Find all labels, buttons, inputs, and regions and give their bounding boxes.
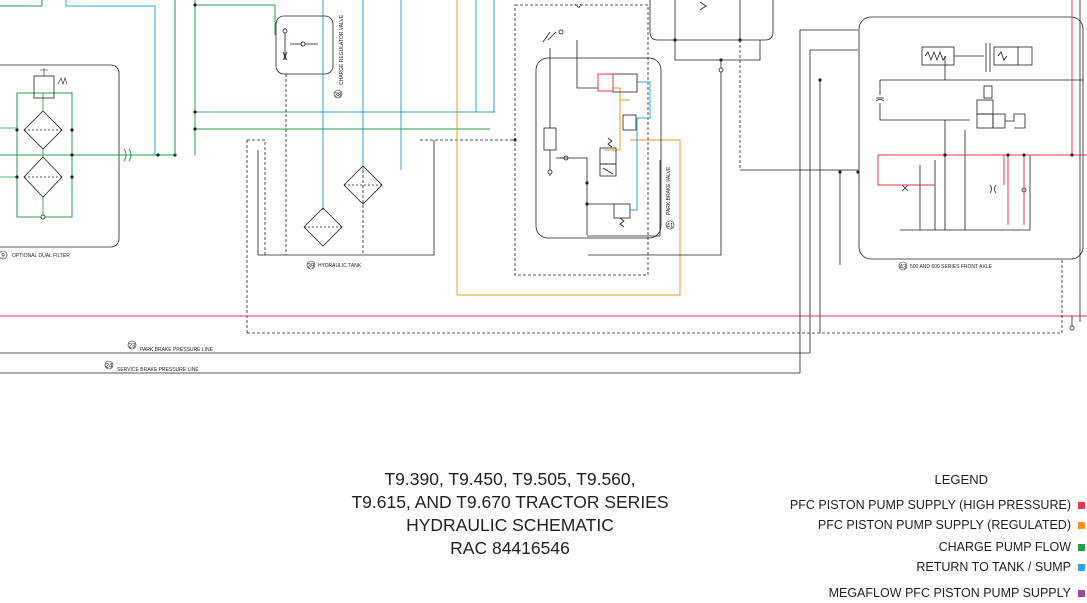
title-line-2: T9.615, AND T9.670 TRACTOR SERIES bbox=[351, 492, 669, 512]
label-park-brake-valve: PARK BRAKE VALVE bbox=[666, 166, 672, 215]
legend-item-high-pressure: PFC PISTON PUMP SUPPLY (HIGH PRESSURE) bbox=[705, 495, 1085, 515]
title-line-4: RAC 84416546 bbox=[450, 538, 570, 558]
label-front-axle: 500 AND 600 SERIES FRONT AXLE bbox=[910, 264, 993, 270]
charge-pump-lines bbox=[0, 0, 490, 155]
callout-park-brake: 41 bbox=[667, 224, 674, 230]
legend-item-charge-pump: CHARGE PUMP FLOW bbox=[705, 537, 1085, 557]
title-line-1: T9.390, T9.450, T9.505, T9.560, bbox=[384, 469, 636, 489]
legend-item-regulated: PFC PISTON PUMP SUPPLY (REGULATED) bbox=[705, 515, 1085, 535]
callout-tank: 39 bbox=[308, 264, 315, 270]
callout-filter: 9 bbox=[1, 254, 5, 260]
label-charge-regulator-valve: CHARGE REGULATOR VALVE bbox=[339, 14, 345, 85]
label-service-brake-pressure-line: SERVICE BRAKE PRESSURE LINE bbox=[117, 367, 199, 373]
legend-swatch bbox=[1078, 563, 1085, 571]
callout-park-line: 23 bbox=[129, 344, 136, 350]
label-park-brake-pressure-line: PARK BRAKE PRESSURE LINE bbox=[140, 347, 214, 353]
optional-dual-filter bbox=[0, 64, 177, 248]
upper-valve bbox=[588, 0, 774, 256]
schematic-title: T9.390, T9.450, T9.505, T9.560, T9.615, … bbox=[300, 468, 720, 560]
axle-high-pressure bbox=[877, 0, 1087, 225]
legend-heading: LEGEND bbox=[934, 472, 988, 487]
return-lines bbox=[65, 0, 495, 210]
legend-label: RETURN TO TANK / SUMP bbox=[916, 560, 1071, 574]
legend-item-megaflow: MEGAFLOW PFC PISTON PUMP SUPPLY bbox=[705, 583, 1085, 603]
park-brake-valve bbox=[514, 3, 662, 276]
title-line-3: HYDRAULIC SCHEMATIC bbox=[406, 515, 614, 535]
regulated-supply-lines bbox=[456, 0, 681, 296]
callout-front-axle: 43 bbox=[900, 265, 907, 271]
legend-label: CHARGE PUMP FLOW bbox=[938, 540, 1071, 554]
front-axle bbox=[740, 16, 1084, 265]
legend-swatch bbox=[1078, 501, 1085, 509]
legend-swatch bbox=[1078, 543, 1085, 551]
legend-swatch bbox=[1078, 589, 1085, 597]
callout-charge-regulator: 38 bbox=[335, 93, 342, 99]
hydraulic-schematic: 9 OPTIONAL DUAL FILTER CHARGE REGULATOR … bbox=[0, 0, 1087, 374]
legend-item-return: RETURN TO TANK / SUMP bbox=[705, 557, 1085, 577]
label-hydraulic-tank: HYDRAULIC TANK bbox=[318, 263, 362, 269]
legend-label: PFC PISTON PUMP SUPPLY (REGULATED) bbox=[817, 518, 1071, 532]
callout-service-line: 24 bbox=[106, 364, 113, 370]
charge-regulator-valve bbox=[275, 15, 334, 75]
legend-label: MEGAFLOW PFC PISTON PUMP SUPPLY bbox=[828, 586, 1071, 600]
label-optional-dual-filter: OPTIONAL DUAL FILTER bbox=[12, 253, 70, 259]
hydraulic-tank bbox=[246, 74, 515, 333]
bottom-lines bbox=[0, 315, 1087, 374]
legend-swatch bbox=[1078, 521, 1085, 529]
legend: LEGEND PFC PISTON PUMP SUPPLY (HIGH PRES… bbox=[705, 472, 1085, 603]
legend-label: PFC PISTON PUMP SUPPLY (HIGH PRESSURE) bbox=[789, 498, 1071, 512]
trunk-lines bbox=[247, 0, 1081, 373]
